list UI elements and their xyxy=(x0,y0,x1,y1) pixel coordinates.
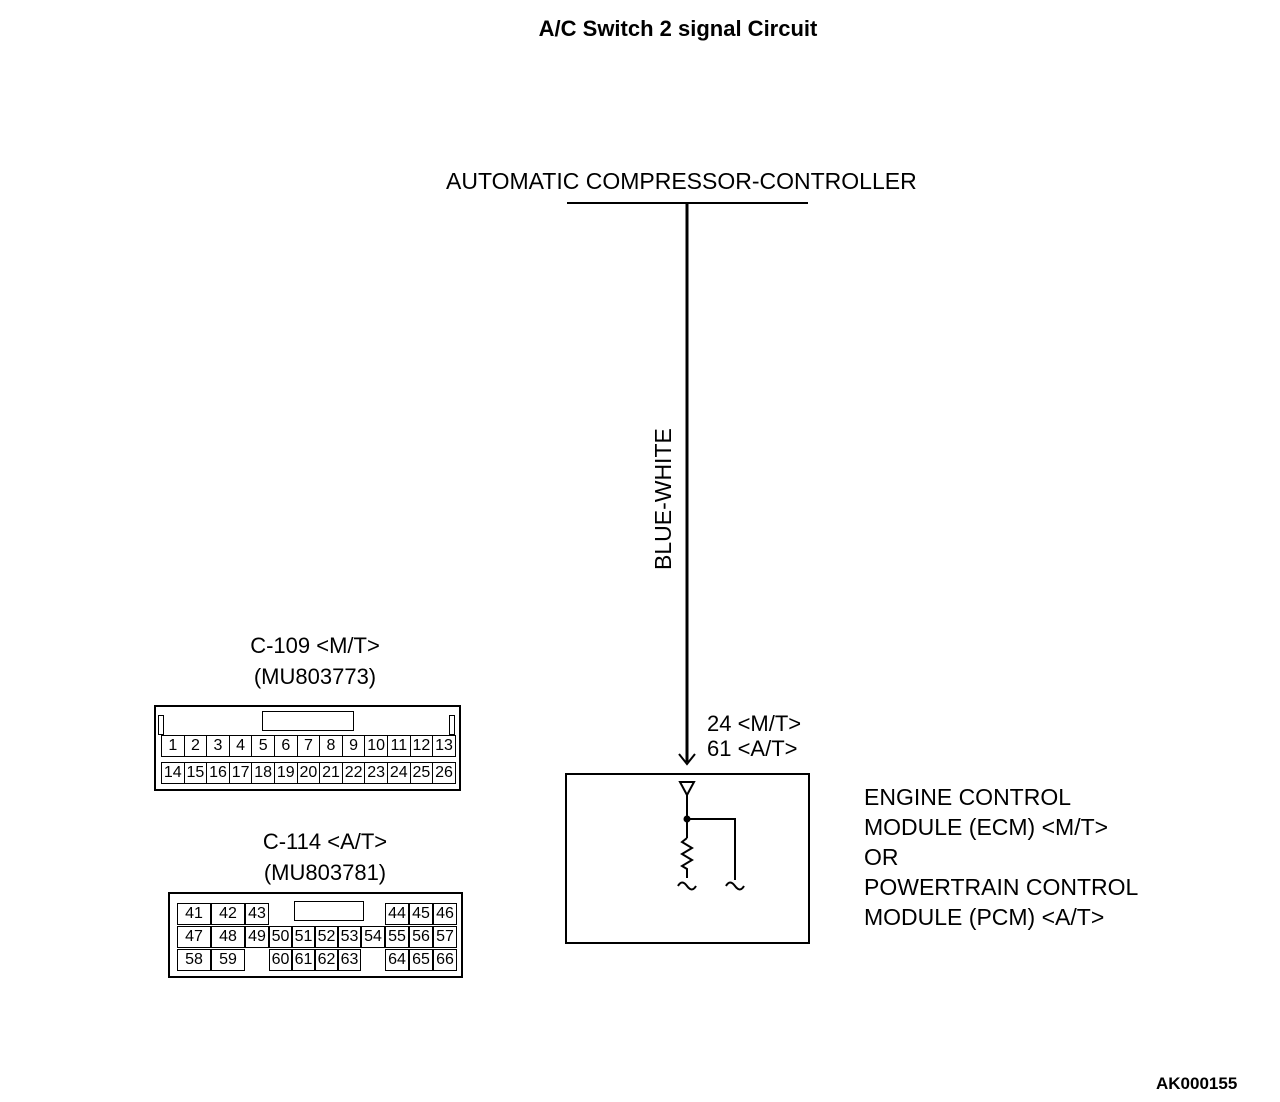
pin-cell: 45 xyxy=(409,903,433,925)
pin-cell: 61 xyxy=(292,949,315,971)
connector-c114-part: (MU803781) xyxy=(263,860,387,885)
ecm-box xyxy=(565,773,810,944)
ecm-label-line: OR xyxy=(864,844,899,870)
ground-tilde-icon xyxy=(725,881,745,891)
pin-cell: 43 xyxy=(245,903,269,925)
pin-at-label: 61 <A/T> xyxy=(707,736,798,761)
ecm-label-line: MODULE (PCM) <A/T> xyxy=(864,904,1105,930)
connector-guide xyxy=(449,715,455,735)
pin-cell: 26 xyxy=(432,762,456,784)
pin-cell: 46 xyxy=(433,903,457,925)
pin-cell: 54 xyxy=(361,926,385,948)
pin-cell: 62 xyxy=(315,949,338,971)
pin-cell: 42 xyxy=(211,903,245,925)
connector-c109-title: C-109 <M/T> (MU803773) xyxy=(190,630,440,692)
connector-c114-title: C-114 <A/T> (MU803781) xyxy=(200,826,450,888)
connector-c109-part: (MU803773) xyxy=(253,664,377,689)
connector-latch xyxy=(294,901,364,921)
pin-cell: 44 xyxy=(385,903,409,925)
connector-latch xyxy=(262,711,354,731)
figure-code: AK000155 xyxy=(1156,1074,1238,1093)
pin-mt-label: 24 <M/T> xyxy=(707,711,802,736)
connector-c109-name: C-109 <M/T> xyxy=(250,633,380,658)
pin-cell: 51 xyxy=(292,926,315,948)
pin-cell: 64 xyxy=(385,949,409,971)
pin-cell: 59 xyxy=(211,949,245,971)
ecm-label-line: POWERTRAIN CONTROL xyxy=(864,874,1139,900)
ecm-label-line: ENGINE CONTROL xyxy=(864,784,1072,810)
pin-cell: 63 xyxy=(338,949,361,971)
diagram-title: A/C Switch 2 signal Circuit xyxy=(538,16,818,41)
pin-cell: 58 xyxy=(177,949,211,971)
pin-cell: 13 xyxy=(432,735,456,757)
compressor-controller-label: AUTOMATIC COMPRESSOR-CONTROLLER xyxy=(446,168,917,194)
pin-cell: 52 xyxy=(315,926,338,948)
ecm-label-line: MODULE (ECM) <M/T> xyxy=(864,814,1109,840)
pin-cell: 65 xyxy=(409,949,433,971)
connector-guide xyxy=(158,715,164,735)
terminal-triangle-icon xyxy=(678,781,696,798)
pin-cell: 56 xyxy=(409,926,433,948)
connector-arrow-icon xyxy=(678,753,696,766)
pin-cell: 66 xyxy=(433,949,457,971)
pin-cell: 55 xyxy=(385,926,409,948)
pin-cell: 60 xyxy=(269,949,292,971)
connector-c114-name: C-114 <A/T> xyxy=(262,829,388,854)
ecm-pin-labels: 24 <M/T> 61 <A/T> xyxy=(707,711,801,761)
pin-cell: 53 xyxy=(338,926,361,948)
internal-branch-wire xyxy=(687,818,736,880)
pin-cell: 50 xyxy=(269,926,292,948)
pin-cell: 47 xyxy=(177,926,211,948)
pin-cell: 48 xyxy=(211,926,245,948)
ecm-pcm-label: ENGINE CONTROL MODULE (ECM) <M/T> OR POW… xyxy=(864,782,1138,932)
pin-cell: 41 xyxy=(177,903,211,925)
ground-tilde-icon xyxy=(677,881,697,891)
pin-cell: 49 xyxy=(245,926,269,948)
pin-cell: 57 xyxy=(433,926,457,948)
resistor-icon xyxy=(680,837,694,878)
